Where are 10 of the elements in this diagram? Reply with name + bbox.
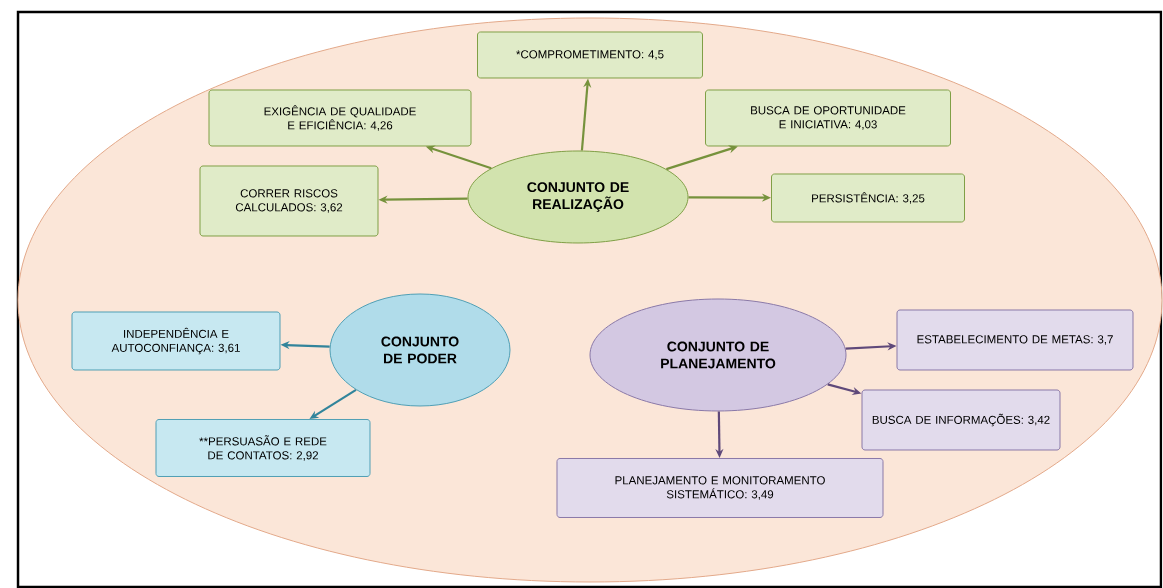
score-box: EXIGÊNCIA DE QUALIDADE E EFICIÊNCIA: 4,26 xyxy=(208,89,472,147)
score-box: *COMPROMETIMENTO: 4,5 xyxy=(477,31,703,79)
score-box: BUSCA DE OPORTUNIDADE E INICIATIVA: 4,03 xyxy=(705,89,951,147)
score-box: ESTABELECIMENTO DE METAS: 3,7 xyxy=(896,309,1134,371)
score-box: PLANEJAMENTO E MONITORAMENTO SISTEMÁTICO: 3,49 xyxy=(556,458,884,518)
score-box: INDEPENDÊNCIA E AUTOCONFIANÇA: 3,61 xyxy=(71,311,281,371)
score-box: CORRER RISCOS CALCULADOS: 3,62 xyxy=(199,165,379,237)
score-box: BUSCA DE INFORMAÇÕES: 3,42 xyxy=(861,389,1061,451)
score-box: PERSISTÊNCIA: 3,25 xyxy=(771,173,965,223)
score-box: **PERSUASÃO E REDE DE CONTATOS: 2,92 xyxy=(155,419,371,477)
